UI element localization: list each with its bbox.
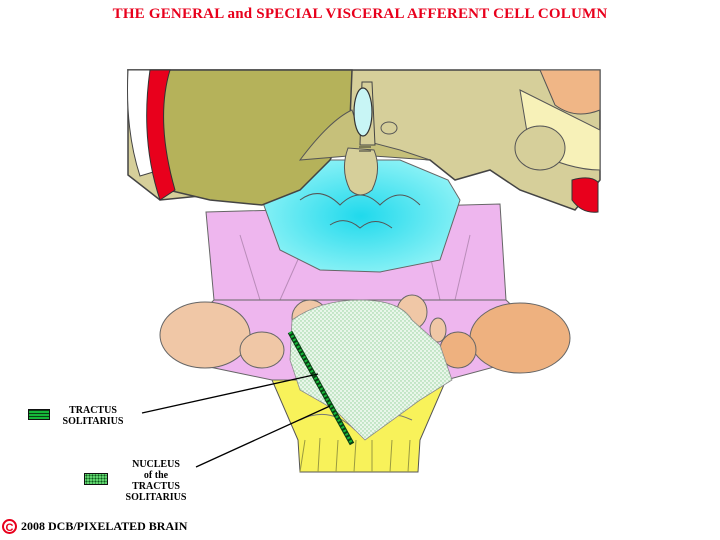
nucleus-legend-swatch	[84, 473, 108, 485]
diagram-title: THE GENERAL and SPECIAL VISCERAL AFFEREN…	[112, 6, 608, 22]
midline-capsule	[353, 81, 398, 152]
copyright-icon: C	[2, 519, 17, 534]
upper-olive-region	[127, 69, 601, 213]
nucleus-leader-line	[195, 405, 331, 468]
tract-legend-label: TRACTUS SOLITARIUS	[62, 405, 124, 427]
copyright-text: 2008 DCB/PIXELATED BRAIN	[21, 519, 188, 533]
nucleus-legend-label: NUCLEUS of the TRACTUS SOLITARIUS	[125, 459, 187, 503]
tract-leader-line	[141, 373, 319, 414]
copyright-notice: C 2008 DCB/PIXELATED BRAIN	[2, 519, 187, 534]
tractus-solitarius	[287, 330, 355, 446]
tract-legend-swatch	[28, 409, 50, 420]
